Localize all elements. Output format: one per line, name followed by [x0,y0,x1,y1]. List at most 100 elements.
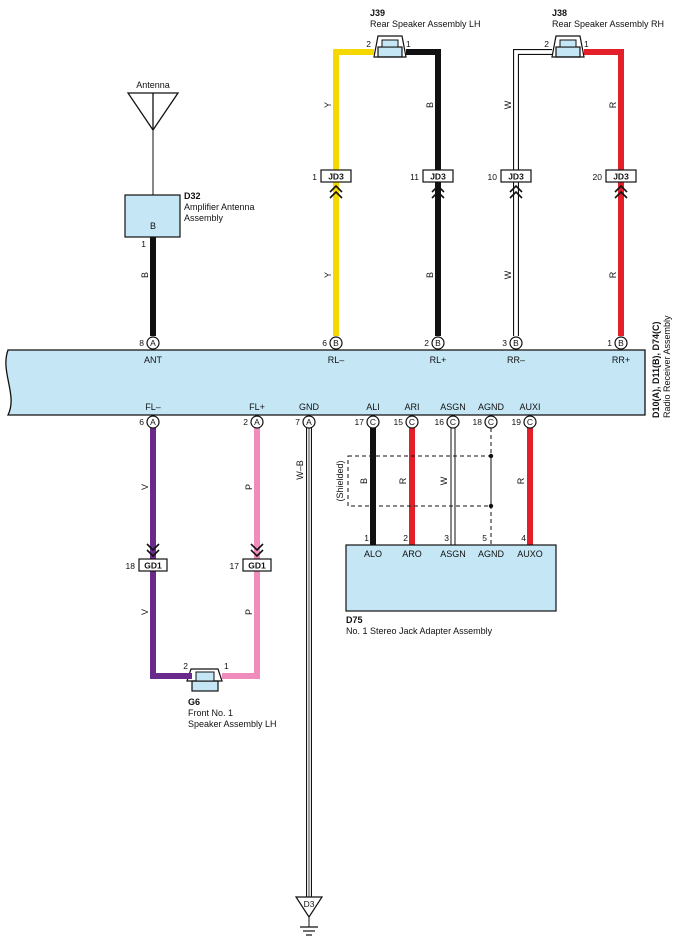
g6-pin-right: 1 [224,661,229,671]
svg-text:W: W [439,476,449,485]
svg-text:ASGN: ASGN [440,549,466,559]
svg-text:18: 18 [126,561,136,571]
j39-name: Rear Speaker Assembly LH [370,19,481,29]
wire-rr-plus: R R [584,49,624,336]
pin-fl-plus: A 2 [243,415,264,429]
d32-amplifier-antenna: B D32 Amplifier Antenna Assembly 1 [124,191,255,249]
d32-inner: B [150,221,156,231]
jd3-rl-minus: JD3 1 [312,169,352,199]
svg-text:R: R [398,477,408,484]
wire-rl-plus-color-1: B [425,102,435,108]
wire-gnd: W–B [295,428,312,905]
svg-text:2: 2 [243,417,248,427]
svg-text:ASGN: ASGN [440,402,466,412]
svg-text:V: V [140,609,150,615]
svg-text:5: 5 [482,533,487,543]
pin-rr-minus: B 3 RR– [502,336,525,365]
jd3-rl-plus: JD3 11 [410,169,454,199]
svg-text:2: 2 [424,338,429,348]
svg-text:C: C [488,417,494,427]
wire-fl-plus: P P [222,428,260,679]
svg-text:ALO: ALO [364,549,382,559]
pin-ari: C 15 [394,415,419,429]
j38-speaker: J38 Rear Speaker Assembly RH 2 1 [544,8,664,58]
svg-text:FL+: FL+ [249,402,265,412]
antenna-label: Antenna [136,80,170,90]
j38-name: Rear Speaker Assembly RH [552,19,664,29]
svg-text:AGND: AGND [478,402,505,412]
svg-text:B: B [333,338,339,348]
g6-pin-left: 2 [183,661,188,671]
d32-box [124,194,181,238]
svg-text:B: B [435,338,441,348]
pin-rl-minus: B 6 RL– [322,336,345,365]
svg-text:C: C [450,417,456,427]
shielded-label: (Shielded) [335,460,345,501]
gd1-connectors: GD1 18 GD1 17 [126,543,272,572]
jd3-connectors: JD3 1 JD3 11 JD3 10 JD3 20 [312,169,637,199]
svg-text:1: 1 [607,338,612,348]
svg-text:6: 6 [322,338,327,348]
svg-text:R: R [516,477,526,484]
svg-text:16: 16 [435,417,445,427]
wire-rr-minus: W W [503,49,552,336]
svg-text:20: 20 [593,172,603,182]
d32-pin: 1 [141,239,146,249]
svg-text:RL–: RL– [328,355,345,365]
d32-name-2: Assembly [184,213,224,223]
wire-rl-minus-color-2: Y [323,272,333,278]
svg-text:B: B [359,478,369,484]
radio-receiver-name: Radio Receiver Assembly [662,315,672,418]
d32-name-1: Amplifier Antenna [184,202,255,212]
top-pins: A 8 ANT B 6 RL– B 2 RL+ B 3 RR– B 1 RR+ [139,336,630,365]
svg-text:ARI: ARI [404,402,419,412]
j38-id: J38 [552,8,567,18]
svg-text:A: A [254,417,260,427]
wire-rr-minus-color-2: W [503,270,513,279]
svg-text:RR–: RR– [507,355,525,365]
jd3-rr-minus: JD3 10 [488,169,532,199]
svg-text:A: A [306,417,312,427]
svg-text:3: 3 [502,338,507,348]
svg-text:FL–: FL– [145,402,161,412]
wire-rl-plus-color-2: B [425,272,435,278]
svg-text:AUXO: AUXO [517,549,543,559]
svg-text:1: 1 [312,172,317,182]
pin-asgn: C 16 [435,415,460,429]
radio-receiver-ids: D10(A), D11(B), D74(C) [651,321,661,418]
ground-point [294,896,324,919]
svg-text:A: A [150,417,156,427]
svg-text:11: 11 [410,172,419,182]
svg-text:4: 4 [521,533,526,543]
pin-fl-minus: A 6 [139,415,160,429]
wire-ant-color: B [140,272,150,278]
d75-id: D75 [346,615,363,625]
svg-text:2: 2 [403,533,408,543]
svg-text:6: 6 [139,417,144,427]
svg-text:JD3: JD3 [430,172,446,182]
svg-text:JD3: JD3 [613,172,629,182]
wire-rl-plus: B B [406,49,441,336]
ground-d3: D3 [294,896,324,936]
wire-alo: B [359,428,376,545]
j39-pin-left: 2 [366,39,371,49]
svg-text:P: P [244,484,254,490]
wire-rr-minus-color-1: W [503,100,513,109]
d75-name: No. 1 Stereo Jack Adapter Assembly [346,626,493,636]
svg-text:18: 18 [473,417,483,427]
d32-id: D32 [184,191,201,201]
svg-text:19: 19 [512,417,522,427]
svg-text:C: C [409,417,415,427]
svg-text:JD3: JD3 [328,172,344,182]
pin-rr-plus: B 1 RR+ [607,336,630,365]
svg-text:AUXI: AUXI [519,402,540,412]
pin-auxi: C 19 [512,415,537,429]
ground-label: D3 [304,899,315,909]
gd1-fl-plus: GD1 17 [230,543,272,572]
pin-agnd: C 18 [473,415,498,429]
g6-speaker: 2 1 G6 Front No. 1 Speaker Assembly LH [183,661,276,729]
d75-stereo-jack-adapter: 1 2 3 5 4 ALO ARO ASGN AGND AUXO D75 No.… [345,533,557,636]
j39-speaker: J39 Rear Speaker Assembly LH 2 1 [366,8,481,58]
pin-rl-plus: B 2 RL+ [424,336,446,365]
